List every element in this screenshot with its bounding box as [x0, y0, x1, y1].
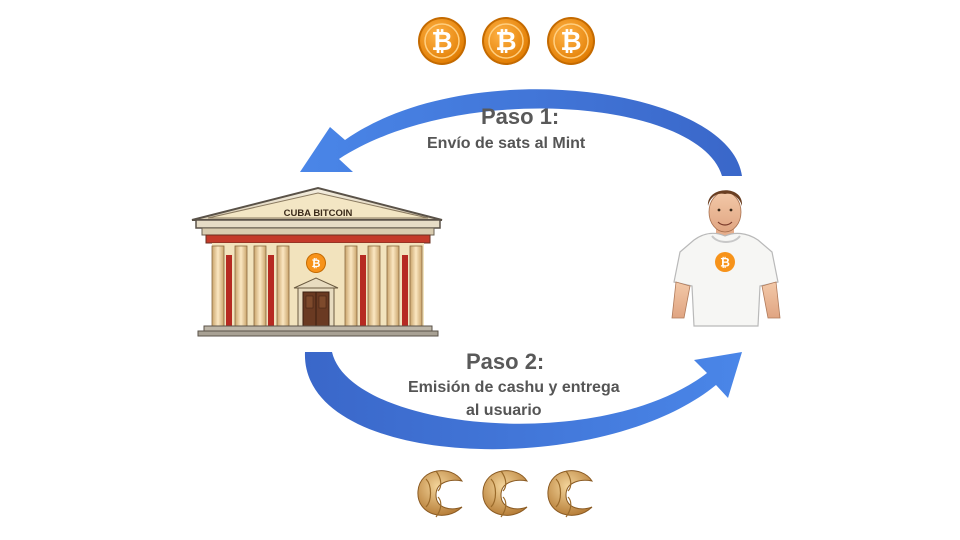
user-person-icon: ₿	[671, 190, 781, 327]
coin-glyph: ₿	[495, 27, 516, 57]
step1-arrow-body	[300, 89, 742, 176]
bank-emblem-glyph: ₿	[312, 257, 321, 270]
coin-glyph: ₿	[431, 27, 452, 57]
bank-sign: CUBA BITCOIN	[284, 208, 353, 219]
bitcoin-coin-icon: ₿	[482, 17, 530, 65]
bank-columns	[211, 245, 423, 327]
shirt-glyph: ₿	[720, 256, 730, 270]
coin-glyph: ₿	[560, 27, 581, 57]
cashu-token-icon	[547, 470, 594, 518]
step2-title: Paso 2:	[466, 349, 545, 374]
coin-row: ₿ ₿ ₿	[418, 17, 595, 65]
step1-title: Paso 1:	[481, 104, 560, 129]
bitcoin-coin-icon: ₿	[547, 17, 595, 65]
arrow-icon	[304, 352, 742, 450]
step1-description: Envío de sats al Mint	[427, 135, 586, 152]
arrow-icon	[300, 89, 742, 176]
bitcoin-coin-icon: ₿	[306, 253, 326, 273]
step2-description-line2: al usuario	[466, 402, 542, 419]
bitcoin-coin-icon: ₿	[715, 252, 735, 272]
step2-arrow-body	[304, 352, 742, 450]
cashu-token-icon	[482, 470, 529, 518]
cashu-token-icon	[417, 470, 464, 518]
bitcoin-coin-icon: ₿	[418, 17, 466, 65]
cashu-row	[417, 470, 594, 518]
step2-description-line1: Emisión de cashu y entrega	[408, 379, 620, 396]
bank-building-icon: CUBA BITCOIN	[191, 186, 443, 337]
